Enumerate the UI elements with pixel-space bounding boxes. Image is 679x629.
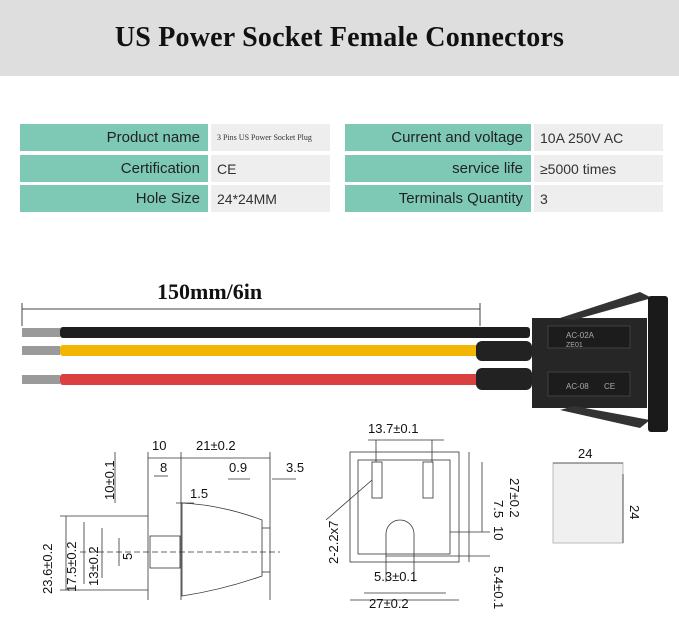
dim-label: 3.5: [286, 460, 304, 475]
spec-row-certification: Certification CE: [20, 155, 330, 182]
socket-mark: CE: [604, 382, 615, 391]
wire-length-label: 150mm/6in: [157, 279, 263, 304]
spec-value: 10A 250V AC: [534, 124, 663, 151]
dim-label: 24: [578, 446, 592, 461]
socket-body: AC-02A ZE01 AC-08 CE: [532, 292, 668, 432]
dim-label: 2-2.2x7: [326, 521, 341, 564]
dim-label: 13.7±0.1: [368, 421, 419, 436]
dim-label: 10: [491, 526, 506, 540]
dim-label: 13±0.2: [86, 546, 101, 586]
socket-mark: AC-08: [566, 382, 589, 391]
dim-label: 23.6±0.2: [40, 543, 55, 594]
spec-value: 3 Pins US Power Socket Plug: [211, 124, 330, 151]
dim-label: 27±0.2: [369, 596, 409, 611]
spec-row-product-name: Product name 3 Pins US Power Socket Plug: [20, 124, 330, 151]
spec-row-current-voltage: Current and voltage 10A 250V AC: [345, 124, 663, 151]
spec-row-hole-size: Hole Size 24*24MM: [20, 185, 330, 212]
spec-key: service life: [345, 155, 531, 182]
wire-yellow: [22, 341, 532, 361]
dim-label: 17.5±0.2: [64, 541, 79, 592]
spec-key: Current and voltage: [345, 124, 531, 151]
dim-label: 10±0.1: [102, 460, 117, 500]
length-bracket: [21, 303, 481, 326]
dim-label: 5: [120, 553, 135, 560]
front-view-drawing: [325, 439, 490, 601]
spec-key: Terminals Quantity: [345, 185, 531, 212]
hole-view-drawing: [552, 462, 624, 544]
dim-label: 5.3±0.1: [374, 569, 417, 584]
dim-label: 27±0.2: [507, 478, 522, 518]
wire-red: [22, 368, 532, 390]
spec-value: 3: [534, 185, 663, 212]
dim-label: 21±0.2: [196, 438, 236, 453]
title-banner: US Power Socket Female Connectors: [0, 0, 679, 76]
socket-mark: AC-02A: [566, 331, 595, 340]
socket-mark: ZE01: [566, 342, 583, 349]
side-view-drawing: [60, 452, 296, 600]
dim-label: 8: [160, 460, 167, 475]
spec-key: Hole Size: [20, 185, 208, 212]
dim-label: 10: [152, 438, 166, 453]
spec-row-service-life: service life ≥5000 times: [345, 155, 663, 182]
spec-value: CE: [211, 155, 330, 182]
spec-row-terminals: Terminals Quantity 3: [345, 185, 663, 212]
dim-label: 5.4±0.1: [491, 566, 506, 609]
dim-label: 7.5: [491, 500, 506, 518]
spec-key: Product name: [20, 124, 208, 151]
dim-label: 1.5: [190, 486, 208, 501]
spec-value: ≥5000 times: [534, 155, 663, 182]
dim-label: 24: [627, 505, 642, 519]
spec-key: Certification: [20, 155, 208, 182]
page-title: US Power Socket Female Connectors: [114, 22, 565, 53]
dim-label: 0.9: [229, 460, 247, 475]
wire-black: [22, 327, 530, 338]
spec-value: 24*24MM: [211, 185, 330, 212]
